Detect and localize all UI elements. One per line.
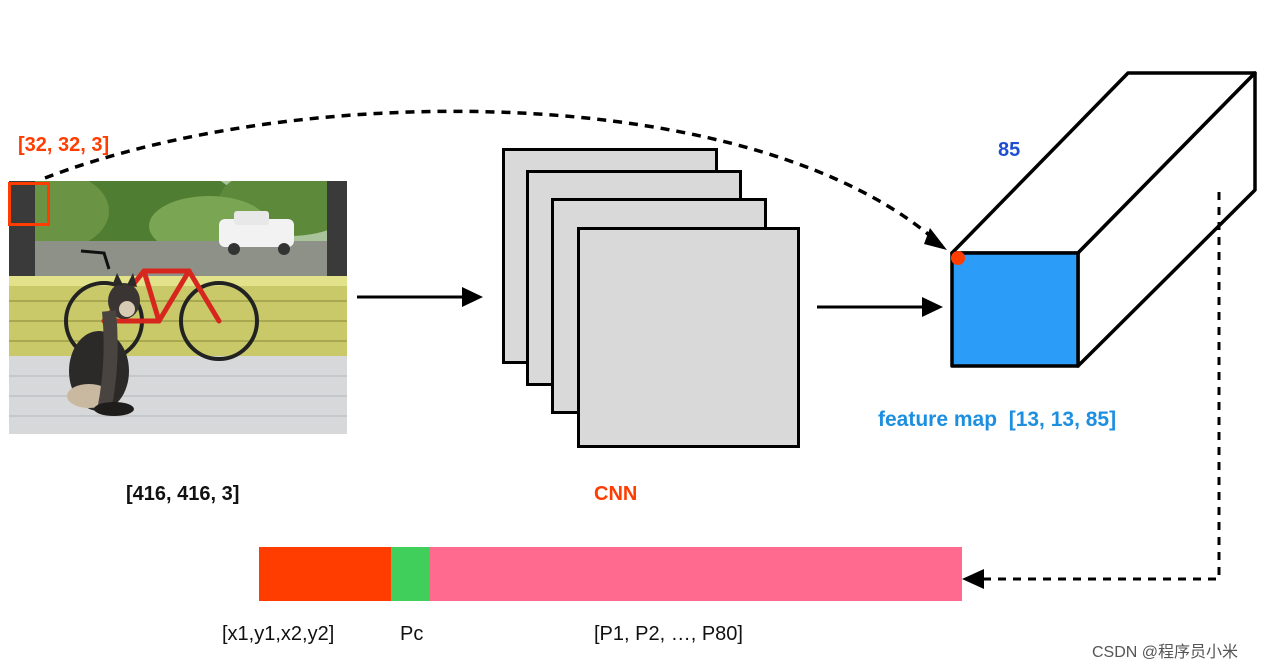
vector-segment-box: [259, 547, 391, 601]
input-photo: [9, 181, 347, 434]
image-to-cnn-arrowhead: [462, 287, 483, 307]
input-size-label: [416, 416, 3]: [126, 483, 240, 505]
vector-box-label: [x1,y1,x2,y2]: [222, 623, 335, 645]
patch-to-cell-arrow: [44, 109, 944, 248]
feature-depth-label: 85: [998, 139, 1021, 161]
vector-confidence-label: Pc: [400, 623, 424, 645]
feature-map-label: feature map [13, 13, 85]: [878, 408, 1117, 431]
feature-map-front-cell: [950, 251, 1080, 368]
vector-segment-confidence: [391, 547, 430, 601]
vector-classes-label: [P1, P2, …, P80]: [594, 623, 743, 645]
patch-to-cell-arrowhead: [924, 228, 947, 250]
cnn-label: CNN: [594, 483, 638, 505]
patch-highlight: [8, 182, 50, 226]
cnn-to-feature-arrowhead: [922, 297, 943, 317]
watermark: CSDN @程序员小米: [1092, 644, 1239, 661]
feature-map-prism: [950, 71, 1257, 368]
vector-segment-classes: [430, 547, 962, 601]
patch-size-label: [32, 32, 3]: [18, 134, 110, 156]
feature-to-vector-arrowhead: [962, 569, 984, 589]
photo-illustration: [9, 181, 347, 434]
cnn-layer-4: [577, 227, 800, 448]
feature-to-vector-arrow: [982, 192, 1221, 581]
feature-map-cell-dot: [951, 251, 965, 265]
